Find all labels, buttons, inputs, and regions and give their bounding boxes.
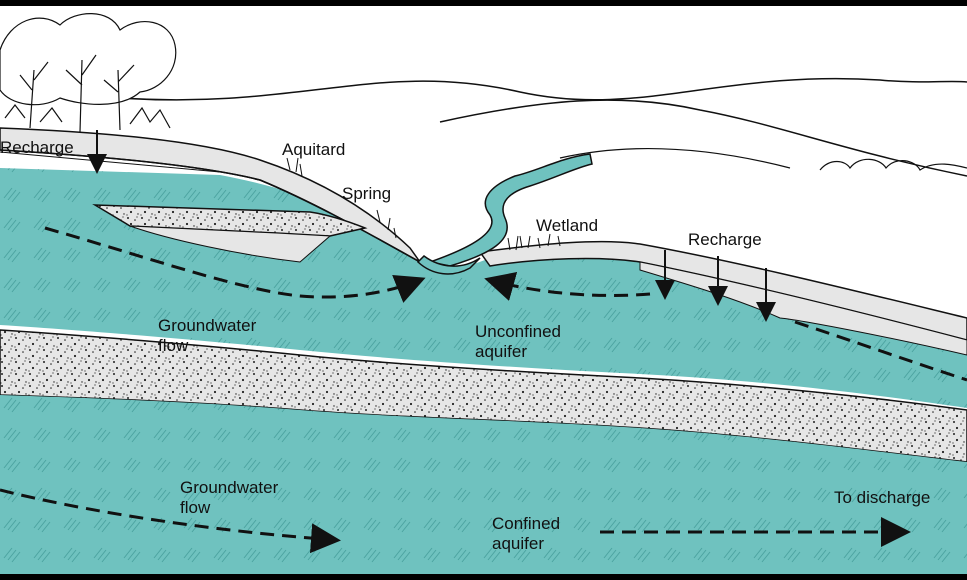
stream-channel <box>416 255 481 275</box>
to-discharge-label: To discharge <box>834 488 931 507</box>
shrubs-illustration <box>819 158 967 171</box>
aquitard-label: Aquitard <box>282 140 346 159</box>
confined-aquifer-label: Confined aquifer <box>492 514 560 554</box>
flow-arrows <box>0 226 911 554</box>
grass-marks <box>286 157 561 251</box>
wetland-label: Wetland <box>536 216 599 235</box>
unconfined-aquifer-line2: aquifer <box>475 342 527 361</box>
soil-layer-right <box>478 240 967 341</box>
groundwater-flow-lower-line2: flow <box>180 498 211 517</box>
groundwater-flow-upper-line2: flow <box>158 336 189 355</box>
confined-aquifer-line2: aquifer <box>492 534 544 553</box>
groundwater-flow-lower-line1: Groundwater <box>180 478 279 497</box>
recharge-label-right: Recharge <box>688 230 762 249</box>
confined-aquifer-line1: Confined <box>492 514 561 533</box>
spring-label: Spring <box>342 184 392 203</box>
groundwater-flow-label-lower: Groundwater flow <box>180 478 278 518</box>
recharge-label-left: Recharge <box>0 138 74 157</box>
unconfined-aquifer-line1: Unconfined <box>475 322 562 341</box>
unconfined-aquifer-label: Unconfined aquifer <box>475 322 561 362</box>
groundwater-flow-label-upper: Groundwater flow <box>158 316 256 356</box>
recharge-arrows <box>87 130 776 322</box>
trees-illustration <box>0 13 177 133</box>
groundwater-flow-upper-line1: Groundwater <box>158 316 257 335</box>
middle-hill-line <box>439 99 967 177</box>
